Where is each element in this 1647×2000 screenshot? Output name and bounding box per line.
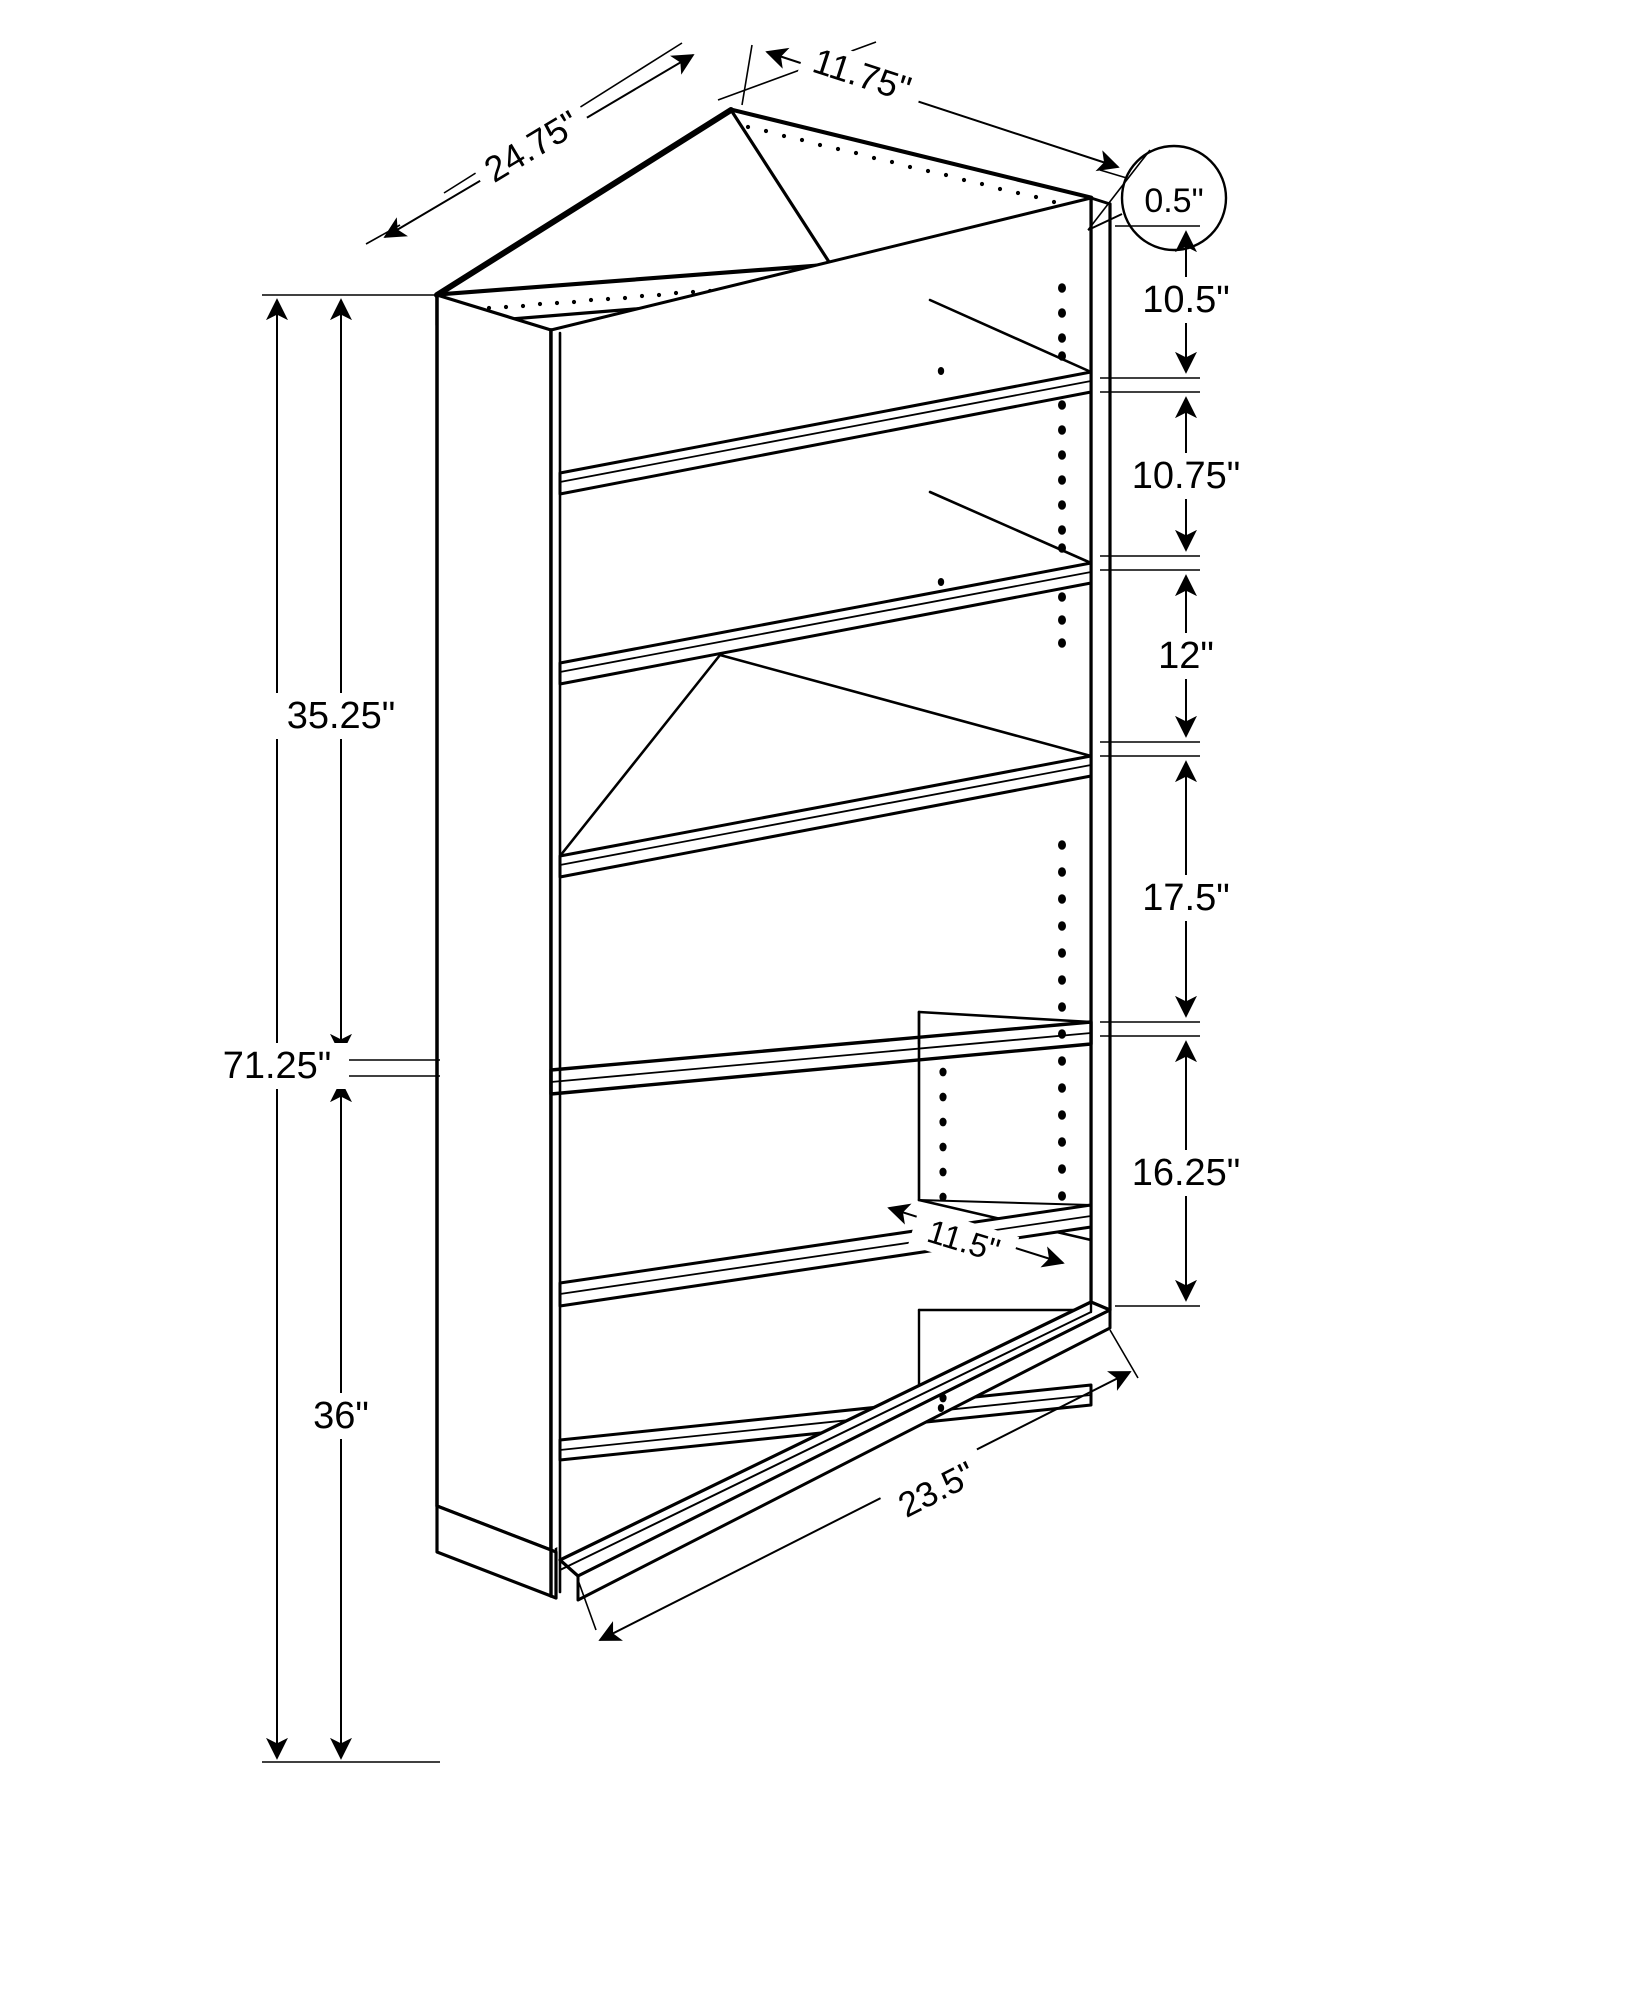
label-gap-5: 16.25"	[1132, 1152, 1241, 1194]
peg-column-divider	[939, 1067, 947, 1202]
peg-column-divider-lower	[939, 1393, 947, 1403]
label-upper-height: 35.25"	[287, 695, 396, 737]
label-gap-4: 17.5"	[1142, 877, 1229, 919]
dim-left-extension-lines	[262, 294, 440, 1763]
dimension-labels: 24.75" 11.75" 0.5" 10.5" 10.75"	[205, 36, 1258, 1534]
left-side-panel	[435, 293, 553, 1552]
label-total-height: 71.25"	[223, 1045, 332, 1087]
label-base-width: 23.5"	[892, 1454, 981, 1525]
label-lower-height: 36"	[313, 1395, 369, 1437]
cabinet-body	[434, 107, 1112, 1602]
peg-column-upper-1	[1058, 283, 1066, 361]
peg-column-lower-1	[1058, 840, 1066, 1201]
peg-column-upper-2	[1058, 400, 1066, 553]
label-gap-2: 10.75"	[1132, 455, 1241, 497]
dim-thickness-callout	[1087, 144, 1228, 252]
dim-right-extension-lines	[1100, 225, 1200, 1307]
peg-column-upper-3	[1058, 592, 1066, 648]
label-top-depth: 11.75"	[808, 40, 916, 110]
dim-base-width	[577, 1329, 1139, 1641]
label-panel-thickness: 0.5"	[1144, 182, 1203, 220]
label-gap-1: 10.5"	[1142, 279, 1229, 321]
label-top-width: 24.75"	[477, 102, 586, 190]
label-gap-3: 12"	[1158, 635, 1214, 677]
right-side-panel	[1089, 196, 1112, 1312]
